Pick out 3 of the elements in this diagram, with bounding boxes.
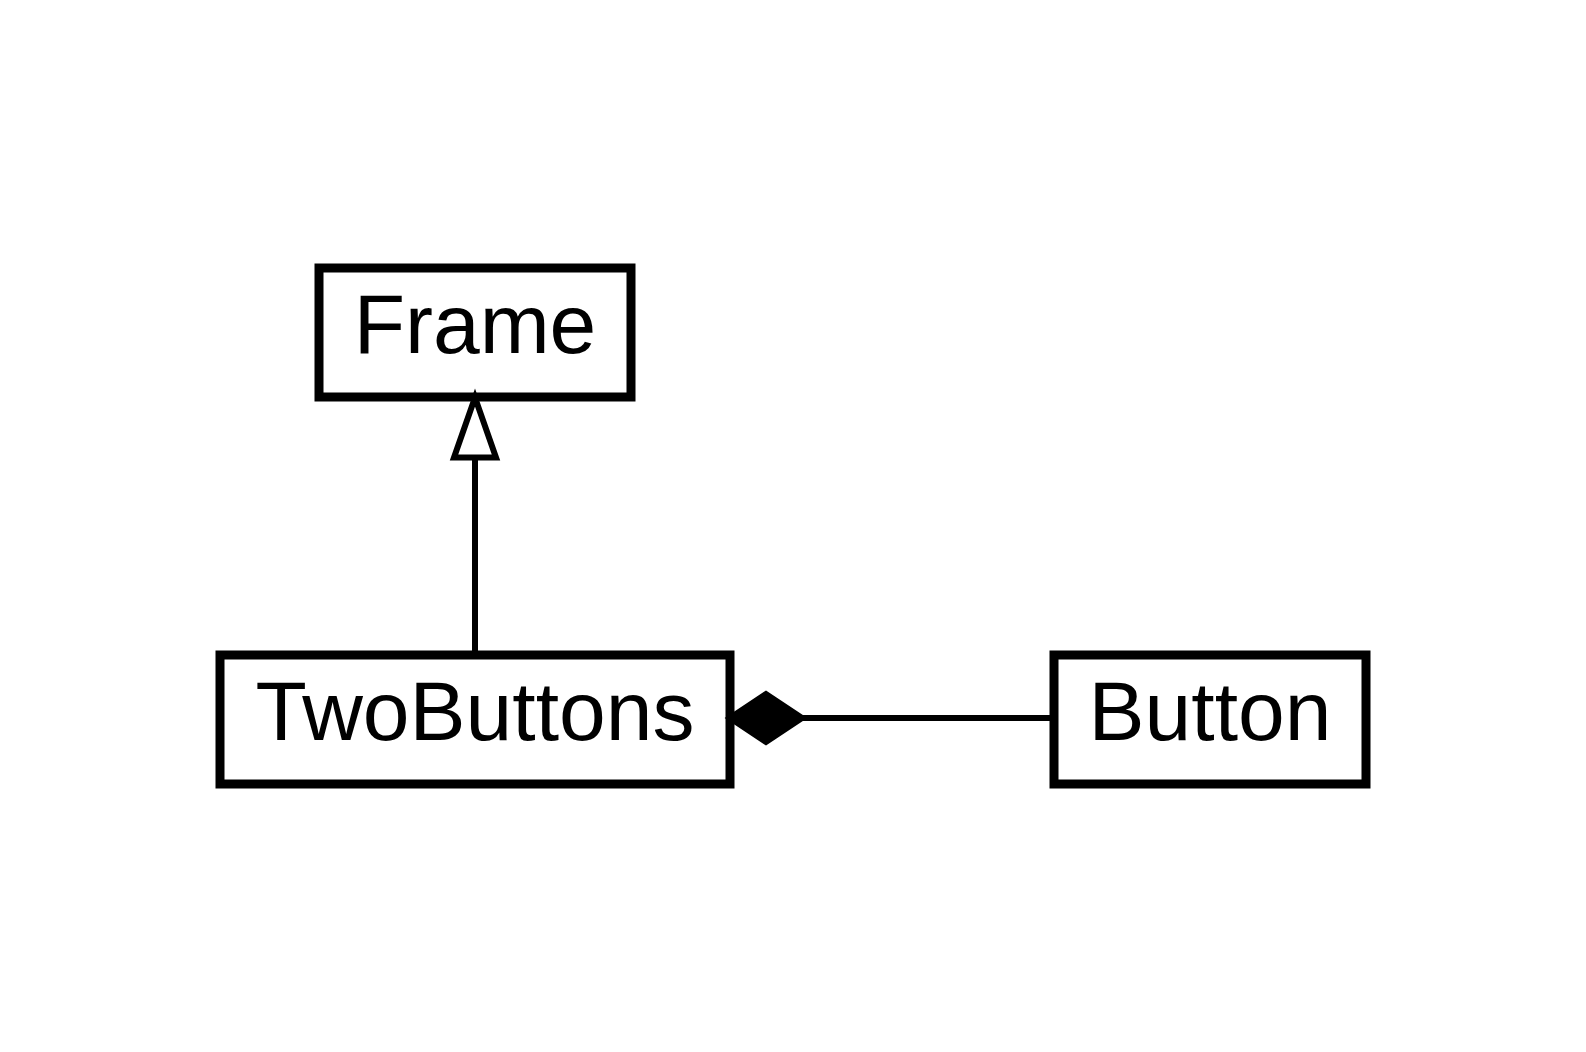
node-box: Button [1049,650,1371,789]
node-box: TwoButtons [215,650,735,789]
node-box: Frame [314,263,636,402]
